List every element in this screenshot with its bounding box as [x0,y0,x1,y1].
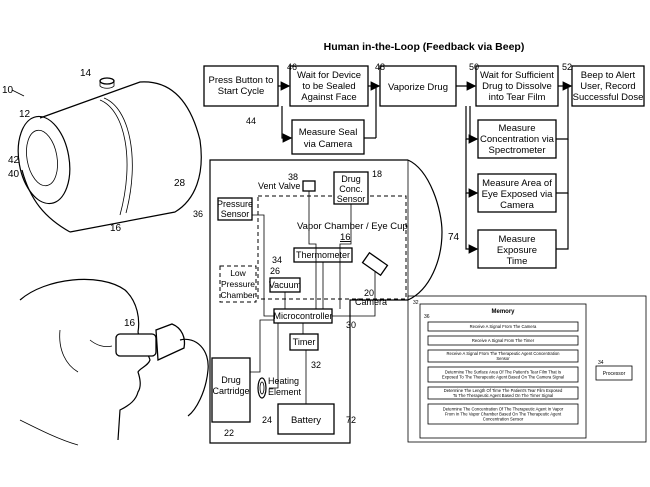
ref-36-memory: 36 [424,314,430,320]
ref-46: 46 [287,62,297,72]
ref-50: 50 [469,62,479,72]
processor-box [595,365,633,381]
ref-10: 10 [2,85,14,96]
vacuum-label: Vacuum [269,280,301,290]
memory-step-text: Receive A Signal From The Therapeutic Ag… [447,351,561,361]
memory-step-text: Determine The Concentration Of The Thera… [443,406,564,421]
wait-seal-box [289,65,369,107]
drug-conc-sensor [333,171,369,205]
timer [289,333,319,351]
memory-step-box [427,335,579,346]
memory-steps: Receive A Signal From The CameraReceive … [427,321,579,425]
processor-label: Processor [603,371,626,377]
memory-step-text: Determine The Length Of Time The Patient… [444,388,563,398]
ref-34-memory: 34 [598,360,604,366]
memory-step-text: Receive A Signal From The Timer [472,338,535,343]
memory-block-diagram: 32 Memory 36 Processor 34 Receive A Sign… [407,295,647,443]
ref-12: 12 [19,109,31,120]
ref-52: 52 [562,62,572,72]
pressure-sensor [217,197,253,221]
ref-38: 38 [288,172,298,182]
ref-18: 18 [372,169,382,179]
ref-22: 22 [224,428,234,438]
memory-step-box [427,349,579,363]
ref-20: 20 [364,288,374,298]
ref-14: 14 [80,68,92,79]
vaporize-box [379,65,457,107]
ref-44: 44 [246,116,256,126]
timer-label: Timer [293,337,316,347]
measure-concentration-box [477,119,557,159]
memory-step-box [427,321,579,332]
ref-30: 30 [346,320,356,330]
heating-element [257,377,267,399]
thermometer-label: Thermometer [296,250,350,260]
ref-74: 74 [448,232,460,243]
drug-cartridge [211,357,251,423]
ref-40: 40 [8,169,20,180]
figure-title: Human in-the-Loop (Feedback via Beep) [324,41,525,53]
ref-32: 32 [311,360,321,370]
microcontroller-label: Microcontroller [273,311,332,321]
vaporize-label: Vaporize Drug [388,82,448,93]
ref-34: 34 [272,255,282,265]
memory-title: Memory [491,309,515,315]
battery-label: Battery [291,415,321,426]
ref-42: 42 [8,155,20,166]
memory-step-box [427,403,579,425]
vapor-chamber-label: Vapor Chamber / Eye Cup [297,221,408,232]
start-cycle-box [203,65,279,107]
camera-label: Camera [355,297,387,307]
memory-step-text: Determine The Surface Area Of The Patien… [442,369,564,379]
memory-step-box [427,366,579,383]
memory-box [419,303,587,439]
vent-valve-label: Vent Valve [258,181,300,191]
ref-26: 26 [270,266,280,276]
ref-16: 16 [110,223,122,234]
ref-28: 28 [174,178,186,189]
vent-valve [302,180,316,192]
ref-48: 48 [375,62,385,72]
memory-step-box [427,386,579,400]
camera [361,251,389,277]
ref-16-b: 16 [124,318,136,329]
ref-32-memory-outer: 32 [413,300,419,306]
user-head-drawing: 16 [19,278,209,446]
vapor-chamber-number: 16 [340,232,351,243]
device-perspective-drawing: 10 12 14 42 40 16 28 [2,68,202,234]
ref-36: 36 [193,209,203,219]
beep-box [571,65,645,107]
memory-step-text: Receive A Signal From The Camera [470,324,537,329]
battery [277,403,335,435]
ref-24: 24 [262,415,272,425]
ref-72: 72 [346,415,356,425]
measure-time-box [477,229,557,269]
